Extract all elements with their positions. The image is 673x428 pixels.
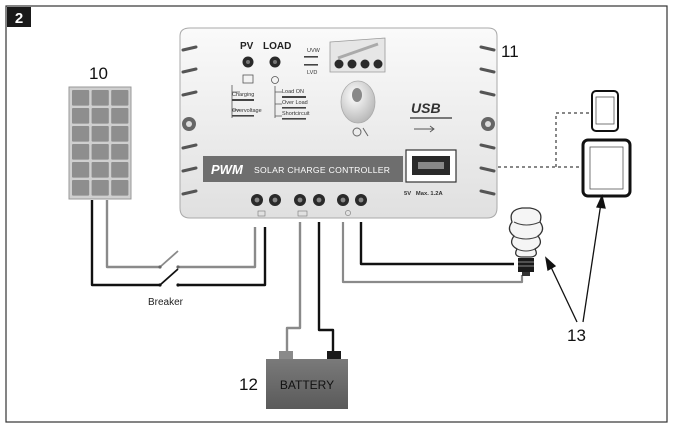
terminal-screw-head: [340, 197, 346, 203]
figure-badge-number: 2: [15, 10, 23, 27]
load-on-label: Load ON: [282, 89, 304, 95]
solar-cell: [72, 162, 90, 178]
bulb-small-icon: [271, 76, 279, 84]
lightbulb-icon: [508, 207, 544, 276]
load-positive-wire: [341, 222, 524, 284]
solar-cell: [111, 180, 129, 196]
terminal-block: [251, 194, 367, 206]
breaker-label: Breaker: [148, 297, 184, 308]
pv-positive-wire-out: [178, 227, 257, 269]
controller-title-band: [203, 156, 403, 182]
solar-cell: [111, 144, 129, 160]
lvd-label: LVD: [307, 70, 317, 76]
setting-button-1: [334, 59, 344, 69]
breaker: [158, 250, 180, 287]
setting-button-3: [360, 59, 370, 69]
solar-panel: [68, 86, 132, 200]
figure-frame: [5, 5, 668, 423]
selector-knob: [340, 80, 376, 124]
figure-badge: [7, 7, 31, 27]
solar-cell: [91, 180, 109, 196]
callout-controller: 11: [501, 42, 519, 61]
over-load-label: Over Load: [282, 100, 308, 106]
solar-cell: [111, 162, 129, 178]
short-circuit-label: Shortcircuit: [282, 111, 310, 117]
battery-body: [266, 359, 348, 409]
solar-cell: [91, 144, 109, 160]
solar-cell: [91, 126, 109, 142]
load-label: LOAD: [263, 41, 291, 52]
battery-positive-wire: [285, 222, 302, 352]
callout-solar-panel: 10: [89, 64, 108, 83]
load-negative-wire: [359, 222, 514, 266]
solar-cell: [111, 126, 129, 142]
solar-cell: [91, 108, 109, 124]
solar-cell: [72, 180, 90, 196]
battery-negative-wire: [317, 222, 335, 352]
callout-arrows: [545, 194, 606, 323]
solar-cell: [72, 144, 90, 160]
mode-icon: [352, 127, 362, 137]
solar-cell: [72, 90, 90, 106]
terminal-screw-head: [316, 197, 322, 203]
uvw-label: UVW: [307, 48, 321, 54]
left-vents: [181, 45, 198, 196]
pv-positive-wire: [105, 200, 160, 269]
setting-button-2: [347, 59, 357, 69]
tablet-icon: [581, 138, 632, 198]
callout-devices: 13: [567, 326, 586, 345]
usb-link-phone: [555, 112, 590, 167]
right-vents: [479, 45, 496, 196]
setting-button-4: [373, 59, 383, 69]
pv-negative-wire-out: [178, 227, 267, 287]
battery: [266, 351, 348, 409]
terminal-screw-head: [358, 197, 364, 203]
overvoltage-label: Overvoltage: [232, 108, 262, 114]
usb-symbol-icon: [414, 125, 435, 133]
smartphone-icon: [591, 90, 619, 132]
pv-negative-wire: [90, 200, 160, 287]
solar-cell: [91, 162, 109, 178]
terminal-screw-head: [272, 197, 278, 203]
controller-title: SOLAR CHARGE CONTROLLER: [254, 165, 390, 175]
pwm-label: PWM: [211, 162, 244, 177]
solar-cell: [72, 108, 90, 124]
usb-logo: USB: [411, 100, 441, 116]
solar-cell: [111, 108, 129, 124]
callout-battery: 12: [239, 375, 258, 394]
charge-controller: PV LOAD Charging Overvoltage Load ON Ove…: [179, 27, 498, 219]
terminal-screw-head: [254, 197, 260, 203]
terminal-icons: [257, 210, 351, 217]
terminal-screw-head: [297, 197, 303, 203]
pv-label: PV: [240, 41, 254, 52]
solar-cells: [72, 90, 129, 196]
solar-cell: [91, 90, 109, 106]
battery-label: BATTERY: [280, 378, 334, 392]
usb-spec-label: 5V Max. 1.2A: [404, 191, 443, 197]
solar-cell: [111, 90, 129, 106]
sun-panel-icon: [242, 74, 254, 84]
charging-label: Charging: [232, 92, 254, 98]
solar-cell: [72, 126, 90, 142]
